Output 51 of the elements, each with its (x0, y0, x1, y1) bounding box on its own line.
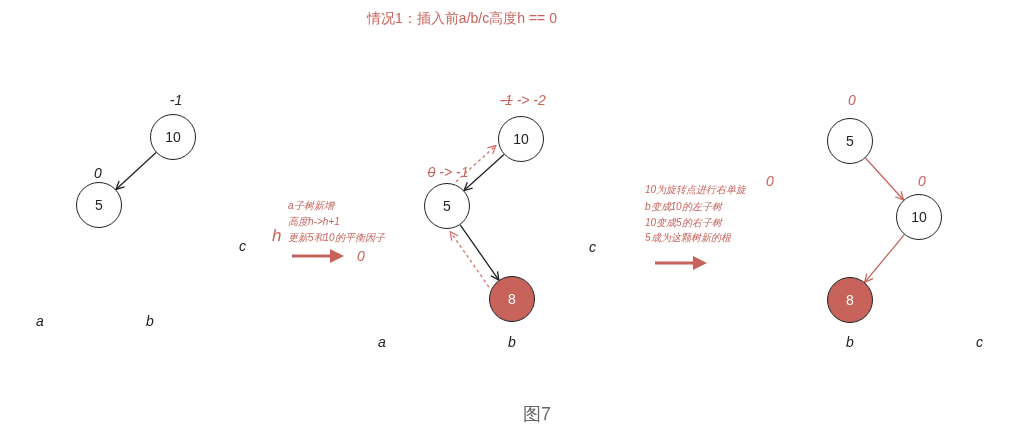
balance-factor: 0 (427, 164, 436, 180)
label-text: b (146, 313, 154, 329)
arrow (864, 234, 905, 283)
label-text: b变成10的左子树 (645, 200, 722, 214)
balance-factor: 0 (918, 173, 926, 189)
tree-node-circle (424, 183, 470, 229)
tree-node-circle (489, 276, 535, 322)
balance-factor: -1 (169, 92, 183, 108)
tree-node-circle (150, 114, 196, 160)
label-text: 更新5和10的平衡因子 (288, 231, 385, 245)
label-text: 10变成5的右子树 (645, 216, 722, 230)
tree-node-circle (827, 277, 873, 323)
arrow (864, 157, 905, 201)
tree-node-circle (76, 182, 122, 228)
balance-factor: -> -2 (516, 92, 546, 108)
label-text: h (272, 226, 282, 246)
caption: 图7 (522, 403, 552, 426)
node-value: 10 (165, 129, 181, 145)
label-text: 5成为这颗树新的根 (645, 231, 731, 245)
label-text: a子树新增 (288, 199, 334, 213)
arrow (449, 231, 490, 288)
label-text: 0 (357, 248, 365, 264)
arrow (459, 224, 500, 281)
label-text: a (378, 334, 386, 350)
tree-node-circle (896, 194, 942, 240)
tree-node-circle (498, 116, 544, 162)
arrow (455, 144, 497, 183)
label-text: c (589, 239, 596, 255)
label-text: 10为旋转点进行右单旋 (645, 183, 747, 197)
label-text: c (239, 238, 246, 254)
node-value: 5 (846, 133, 854, 149)
arrow (115, 151, 157, 191)
node-value: 5 (95, 197, 103, 213)
balance-factor: 0 (94, 165, 102, 181)
label-text: c (976, 334, 983, 350)
arrow (463, 153, 505, 192)
node-value: 8 (508, 291, 516, 307)
label-text: b (508, 334, 516, 350)
node-value: 10 (911, 209, 927, 225)
label-text: a (36, 313, 44, 329)
node-value: 8 (846, 292, 854, 308)
node-value: 10 (513, 131, 529, 147)
balance-factor: 0 (848, 92, 856, 108)
tree-node-circle (827, 118, 873, 164)
title: 情况1：插入前a/b/c高度h == 0 (365, 10, 558, 28)
label-text: 0 (766, 173, 774, 189)
label-text: 高度h->h+1 (288, 215, 340, 229)
balance-factor: -> -1 (439, 164, 469, 180)
label-text: b (846, 334, 854, 350)
balance-factor: -1 (500, 92, 513, 108)
node-value: 5 (443, 198, 451, 214)
